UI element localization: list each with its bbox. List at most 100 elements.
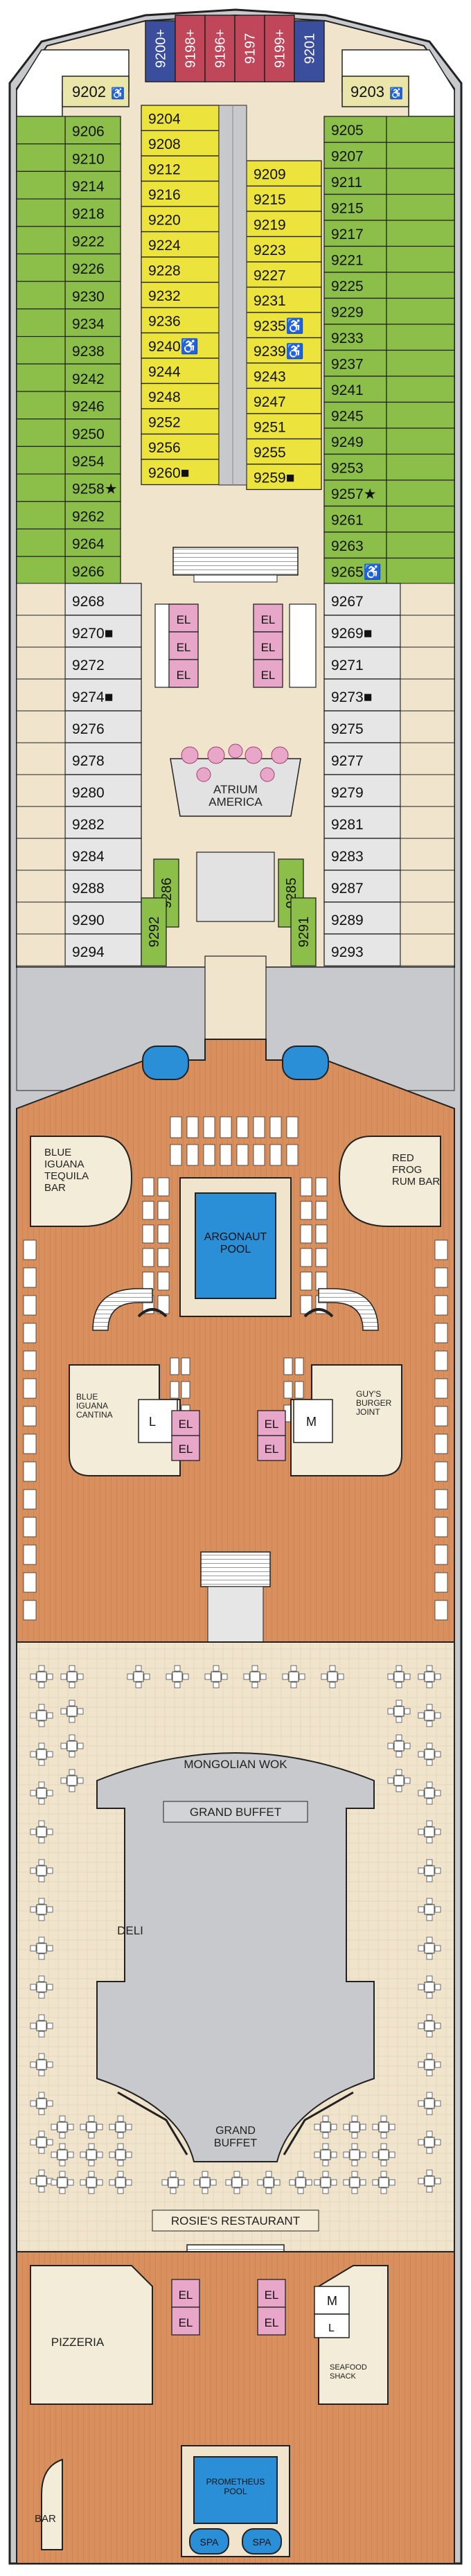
- cabin-9240[interactable]: 9240♿: [141, 332, 220, 359]
- cabin-9259[interactable]: 9259■: [246, 464, 322, 491]
- cabin-9242[interactable]: 9242: [64, 363, 121, 392]
- cabin-9210[interactable]: 9210: [64, 143, 121, 173]
- cabin-9211[interactable]: 9211: [323, 168, 387, 195]
- cabin-9278[interactable]: 9278: [64, 742, 142, 775]
- cabin-9227[interactable]: 9227: [246, 261, 322, 288]
- cabin-9292[interactable]: 9292: [141, 897, 167, 967]
- cabin-9226[interactable]: 9226: [64, 253, 121, 282]
- cabin-9267[interactable]: 9267: [323, 583, 401, 616]
- cabin-9264[interactable]: 9264: [64, 528, 121, 557]
- cabin-9235[interactable]: 9235♿: [246, 312, 322, 339]
- cabin-9287[interactable]: 9287: [323, 870, 401, 903]
- cabin-9204[interactable]: 9204: [141, 105, 220, 132]
- cabin-9282[interactable]: 9282: [64, 806, 142, 839]
- cabin-9215[interactable]: 9215: [246, 185, 322, 212]
- cabin-9261[interactable]: 9261: [323, 505, 387, 533]
- table: [321, 1665, 344, 1688]
- cabin-9283[interactable]: 9283: [323, 838, 401, 871]
- cabin-9219[interactable]: 9219: [246, 211, 322, 238]
- cabin-9217[interactable]: 9217: [323, 220, 387, 247]
- cabin-9209[interactable]: 9209: [246, 160, 322, 187]
- cabin-9260[interactable]: 9260■: [141, 459, 220, 486]
- cabin-9205[interactable]: 9205: [323, 116, 387, 143]
- cabin-9243[interactable]: 9243: [246, 362, 322, 389]
- cabin-9223[interactable]: 9223: [246, 236, 322, 263]
- table: [30, 1820, 53, 1844]
- cabin-9215[interactable]: 9215: [323, 193, 387, 221]
- cabin-9266[interactable]: 9266: [64, 556, 121, 585]
- cabin-9239[interactable]: 9239♿: [246, 337, 322, 364]
- cabin-9281[interactable]: 9281: [323, 806, 401, 839]
- cabin-9234[interactable]: 9234: [64, 308, 121, 337]
- cabin-9270[interactable]: 9270■: [64, 615, 142, 648]
- cabin-9231[interactable]: 9231: [246, 286, 322, 313]
- cabin-9230[interactable]: 9230: [64, 281, 121, 310]
- cabin-9201[interactable]: 9201: [294, 20, 325, 82]
- cabin-9212[interactable]: 9212: [141, 155, 220, 182]
- cabin-9273[interactable]: 9273■: [323, 678, 401, 712]
- cabin-9229[interactable]: 9229: [323, 297, 387, 325]
- cabin-9233[interactable]: 9233: [323, 324, 387, 351]
- corner-cabin-9202[interactable]: 9202 ♿: [16, 49, 130, 117]
- cabin-9241[interactable]: 9241: [323, 376, 387, 403]
- cabin-9258[interactable]: 9258★: [64, 473, 121, 502]
- cabin-9280[interactable]: 9280: [64, 774, 142, 807]
- cabin-9221[interactable]: 9221: [323, 245, 387, 273]
- cabin-9253[interactable]: 9253: [323, 453, 387, 481]
- cabin-9255[interactable]: 9255: [246, 438, 322, 465]
- cabin-9293[interactable]: 9293: [323, 933, 401, 967]
- cabin-9228[interactable]: 9228: [141, 256, 220, 283]
- cabin-9263[interactable]: 9263: [323, 531, 387, 559]
- cabin-9268[interactable]: 9268: [64, 583, 142, 616]
- cabin-9246[interactable]: 9246: [64, 391, 121, 420]
- cabin-9244[interactable]: 9244: [141, 358, 220, 385]
- cabin-9290[interactable]: 9290: [64, 901, 142, 935]
- cabin-9237[interactable]: 9237: [323, 349, 387, 377]
- cabin-9216[interactable]: 9216: [141, 180, 220, 207]
- cabin-9284[interactable]: 9284: [64, 838, 142, 871]
- cabin-9277[interactable]: 9277: [323, 742, 401, 775]
- cabin-9207[interactable]: 9207: [323, 141, 387, 169]
- cabin-9224[interactable]: 9224: [141, 231, 220, 258]
- cabin-9196[interactable]: 9196+: [204, 15, 236, 82]
- cabin-9272[interactable]: 9272: [64, 646, 142, 680]
- cabin-9249[interactable]: 9249: [323, 427, 387, 455]
- cabin-9291[interactable]: 9291: [290, 897, 317, 967]
- cabin-9232[interactable]: 9232: [141, 281, 220, 308]
- cabin-9256[interactable]: 9256: [141, 433, 220, 460]
- cabin-9214[interactable]: 9214: [64, 170, 121, 200]
- cabin-9236[interactable]: 9236: [141, 307, 220, 334]
- cabin-9294[interactable]: 9294: [64, 933, 142, 967]
- cabin-9279[interactable]: 9279: [323, 774, 401, 807]
- cabin-9208[interactable]: 9208: [141, 130, 220, 157]
- cabin-9199[interactable]: 9199+: [264, 15, 295, 82]
- cabin-label: 9200+: [154, 29, 169, 68]
- cabin-9289[interactable]: 9289: [323, 901, 401, 935]
- cabin-9198[interactable]: 9198+: [175, 15, 206, 82]
- cabin-9276[interactable]: 9276: [64, 710, 142, 743]
- cabin-9197[interactable]: 9197: [234, 15, 265, 82]
- cabin-9269[interactable]: 9269■: [323, 615, 401, 648]
- cabin-9247[interactable]: 9247: [246, 387, 322, 414]
- cabin-9251[interactable]: 9251: [246, 413, 322, 440]
- cabin-9245[interactable]: 9245: [323, 401, 387, 429]
- cabin-9254[interactable]: 9254: [64, 445, 121, 475]
- cabin-9274[interactable]: 9274■: [64, 678, 142, 712]
- cabin-9252[interactable]: 9252: [141, 408, 220, 435]
- cabin-9238[interactable]: 9238: [64, 335, 121, 364]
- cabin-9222[interactable]: 9222: [64, 226, 121, 255]
- cabin-9275[interactable]: 9275: [323, 710, 401, 743]
- cabin-9200[interactable]: 9200+: [145, 20, 176, 82]
- cabin-9288[interactable]: 9288: [64, 870, 142, 903]
- cabin-9271[interactable]: 9271: [323, 646, 401, 680]
- cabin-9220[interactable]: 9220: [141, 206, 220, 233]
- cabin-9257[interactable]: 9257★: [323, 479, 387, 507]
- cabin-9218[interactable]: 9218: [64, 198, 121, 227]
- cabin-9206[interactable]: 9206: [64, 116, 121, 145]
- cabin-9248[interactable]: 9248: [141, 382, 220, 409]
- cabin-9262[interactable]: 9262: [64, 501, 121, 530]
- cabin-9265[interactable]: 9265♿: [323, 557, 387, 585]
- cabin-9250[interactable]: 9250: [64, 418, 121, 448]
- cabin-9225[interactable]: 9225: [323, 272, 387, 299]
